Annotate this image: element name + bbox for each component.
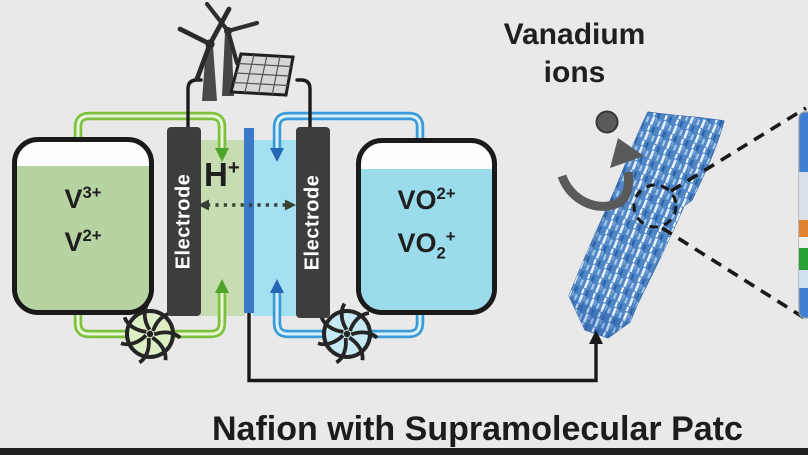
pump-icon: [120, 302, 182, 365]
catholyte-tank: VO2+ VO2+: [356, 138, 497, 315]
ion-label-v3plus: V3+: [64, 183, 102, 214]
zoom-projection-lines: [661, 106, 807, 321]
membrane-pointer-line: [247, 313, 603, 383]
catholyte-liquid: [361, 169, 492, 310]
ion-label-v2plus: V2+: [64, 226, 102, 258]
anolyte-liquid: [17, 166, 149, 310]
wind-turbine-icon: [177, 1, 260, 101]
nafion-membrane-bar: [244, 128, 254, 313]
electrode-label: Electrode: [301, 174, 324, 271]
anolyte-labels: V3+ V2+: [17, 178, 149, 264]
figure-caption: Nafion with Supramolecular Patc: [212, 410, 743, 448]
molecular-inset-edge: [798, 111, 808, 319]
electrode-right: Electrode: [296, 127, 330, 318]
pump-icon: [317, 302, 379, 365]
double-headed-dotted-arrow-icon: [198, 199, 296, 211]
electrode-label: Electrode: [172, 173, 195, 270]
vanadium-ions-label: Vanadium ions: [503, 18, 646, 89]
proton-label: H+: [204, 156, 240, 193]
ion-particle-icon: [595, 110, 619, 134]
solar-panel-icon: [229, 52, 295, 97]
bounce-arrow-icon: [557, 138, 644, 211]
ion-label-vo2plus: VO2+: [397, 184, 456, 215]
catholyte-labels: VO2+ VO2+: [361, 179, 492, 267]
dashed-circle-icon: [632, 183, 678, 229]
nafion-ribbon-illustration: [568, 111, 725, 339]
anolyte-tank: V3+ V2+: [12, 137, 154, 315]
electrode-left: Electrode: [167, 127, 201, 316]
ion-label-vo2-plus: VO2+: [397, 227, 456, 263]
bottom-edge-bar: [0, 448, 808, 455]
